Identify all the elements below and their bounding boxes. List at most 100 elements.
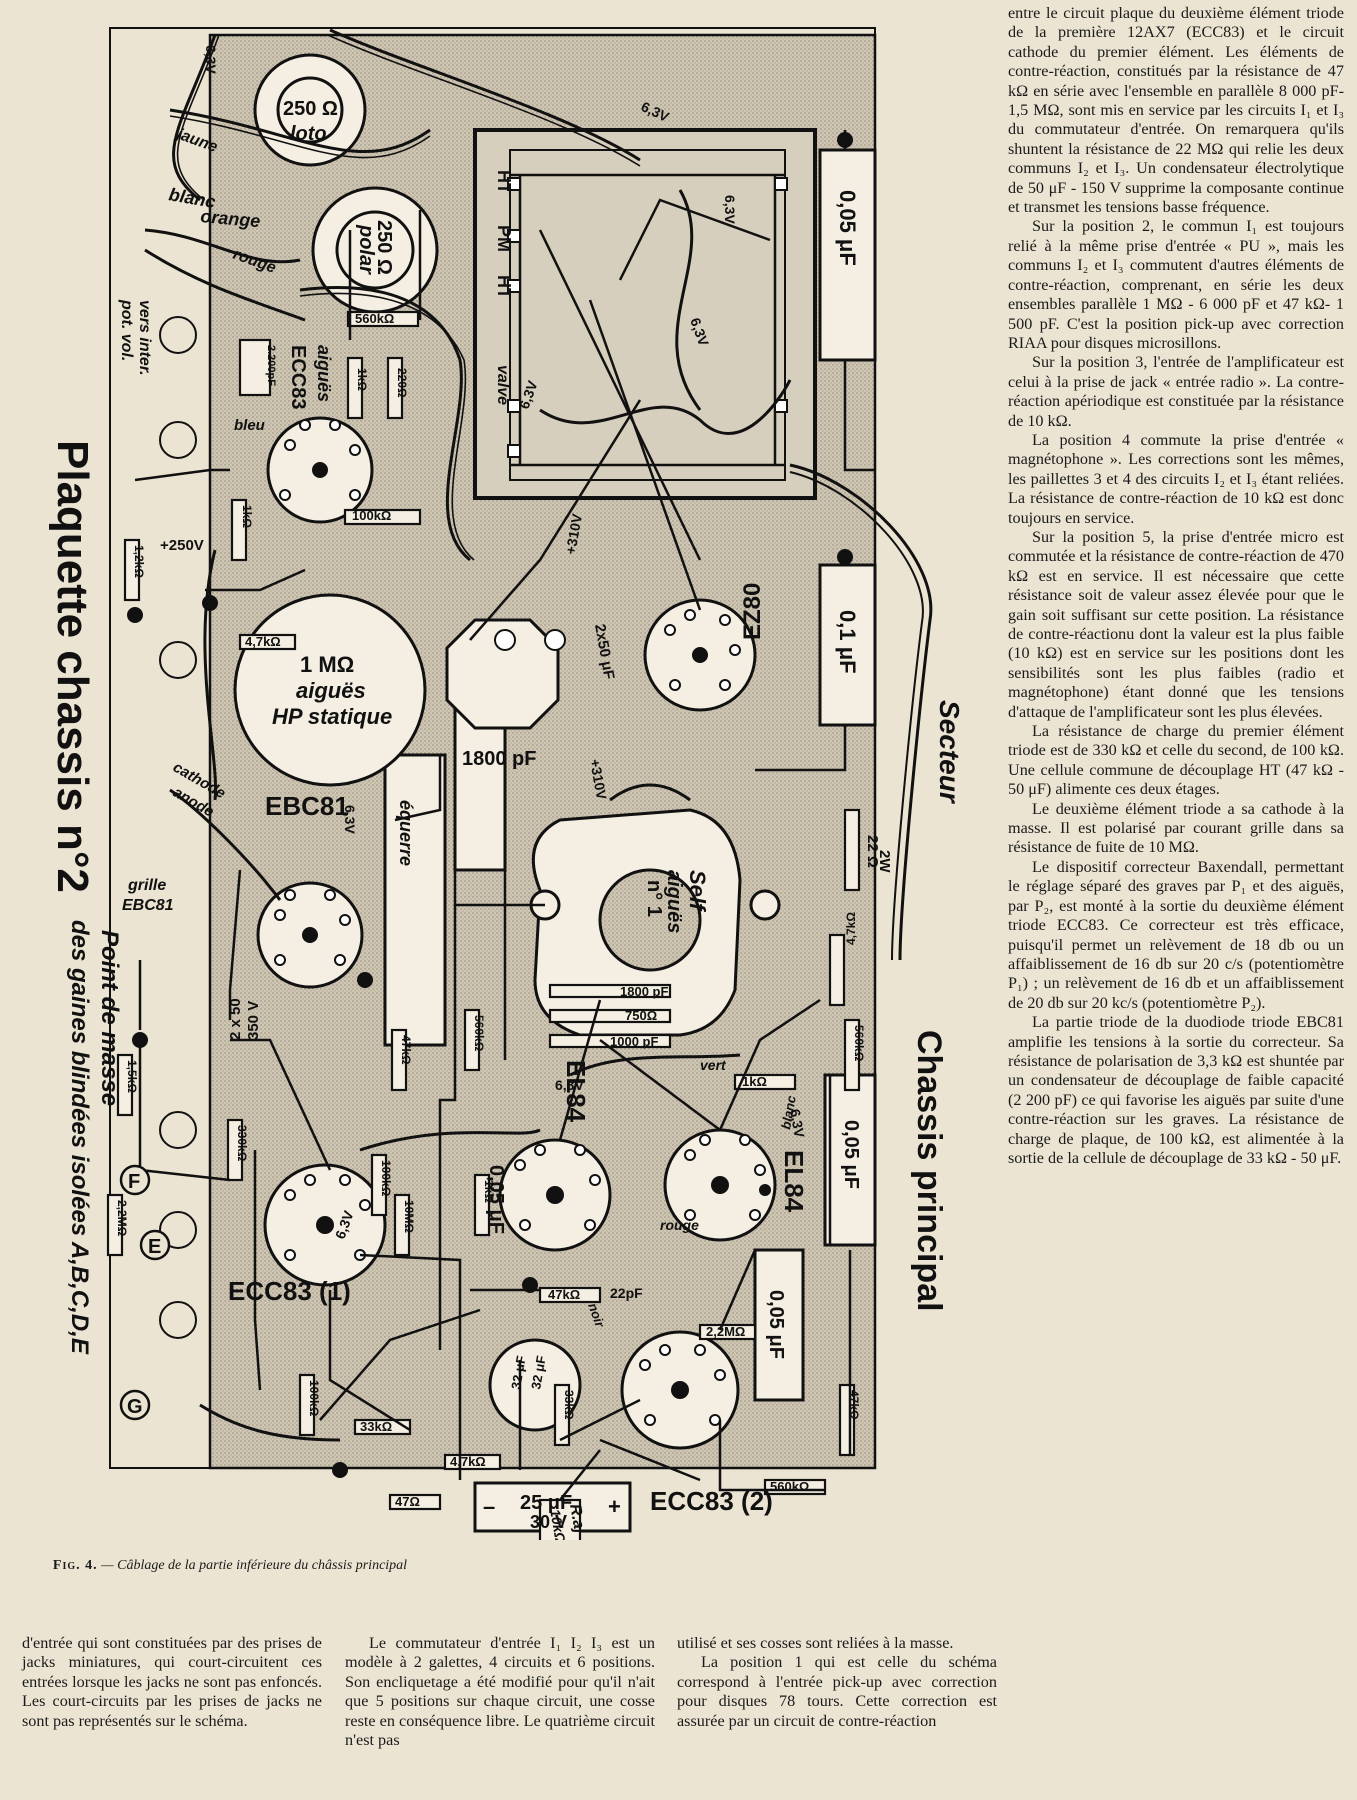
- svg-text:F: F: [128, 1171, 140, 1193]
- paragraph: utilisé et ses cosses sont reliées à la …: [677, 1634, 954, 1652]
- svg-text:560kΩ: 560kΩ: [355, 311, 394, 326]
- svg-text:330kΩ: 330kΩ: [235, 1125, 249, 1162]
- label-secteur: Secteur: [934, 700, 965, 805]
- caption-figure-number: Fig. 4.: [52, 1558, 98, 1573]
- svg-text:1kΩ: 1kΩ: [355, 368, 369, 391]
- svg-text:R.aj: R.aj: [566, 1503, 588, 1535]
- paragraph: La résistance de charge du premier éléme…: [1008, 722, 1344, 799]
- svg-text:polar: polar: [355, 224, 377, 275]
- svg-text:6,3V: 6,3V: [722, 195, 738, 224]
- svg-text:2.200pF: 2.200pF: [265, 345, 277, 386]
- label-ecc83-1: ECC83 (1): [228, 1276, 351, 1306]
- svg-text:33kΩ: 33kΩ: [360, 1419, 392, 1434]
- figure-caption: Fig. 4. — Câblage de la partie inférieur…: [45, 1555, 415, 1577]
- svg-text:Self: Self: [685, 870, 710, 913]
- svg-text:22 Ω: 22 Ω: [864, 835, 881, 868]
- svg-text:30 V: 30 V: [530, 1512, 567, 1532]
- svg-text:32 μF: 32 μF: [528, 1354, 549, 1390]
- svg-text:blanc: blanc: [778, 1094, 799, 1131]
- svg-text:4,7kΩ: 4,7kΩ: [450, 1454, 486, 1469]
- svg-text:250 Ω: 250 Ω: [373, 220, 395, 275]
- svg-text:33kΩ: 33kΩ: [562, 1390, 576, 1420]
- svg-text:1kΩ: 1kΩ: [482, 1180, 496, 1203]
- svg-text:47kΩ: 47kΩ: [548, 1287, 580, 1302]
- svg-text:E: E: [148, 1236, 161, 1258]
- label-point-masse: Point de masse: [96, 930, 123, 1106]
- cap-0-05uF-b: [823, 1073, 877, 1247]
- paragraph: Sur la position 2, le commun I₁ est touj…: [1008, 217, 1344, 352]
- svg-text:+250V: +250V: [160, 537, 204, 554]
- equerre: [383, 753, 447, 1047]
- svg-text:100kΩ: 100kΩ: [352, 508, 391, 523]
- svg-text:HT: HT: [494, 170, 514, 194]
- svg-text:vers inter.: vers inter.: [136, 300, 153, 376]
- paragraph: Sur la position 3, l'entrée de l'amplifi…: [1008, 353, 1344, 430]
- paragraph: La position 1 qui est celle du schéma co…: [677, 1653, 997, 1730]
- svg-text:560kΩ: 560kΩ: [852, 1025, 866, 1062]
- svg-text:47Ω: 47Ω: [395, 1494, 420, 1509]
- label-plaquette: Plaquette chassis n°2: [48, 440, 97, 893]
- svg-text:4,7kΩ: 4,7kΩ: [245, 634, 281, 649]
- wiring-diagram: Plaquette chassis n°2 Point de masse des…: [48, 27, 965, 1540]
- article-column-right: entre le circuit plaque du deuxième élém…: [1008, 4, 1344, 1168]
- svg-text:6,3V: 6,3V: [555, 1077, 584, 1093]
- article-column-bottom-2: Le commutateur d'entrée I₁ I₂ I₃ est un …: [345, 1634, 655, 1750]
- svg-text:loto: loto: [290, 123, 327, 145]
- svg-text:vert: vert: [700, 1057, 727, 1073]
- svg-text:1 MΩ: 1 MΩ: [300, 652, 354, 677]
- svg-text:aiguës: aiguës: [314, 345, 334, 402]
- svg-text:100kΩ: 100kΩ: [379, 1160, 393, 1197]
- paragraph: Le dispositif correcteur Baxendall, perm…: [1008, 857, 1344, 1012]
- svg-text:0,05 μF: 0,05 μF: [835, 190, 860, 266]
- svg-text:n° 1: n° 1: [643, 880, 665, 917]
- svg-text:4,7kΩ: 4,7kΩ: [844, 912, 858, 945]
- cap-1800pF: [453, 708, 507, 872]
- svg-text:+: +: [608, 1494, 621, 1519]
- svg-text:–: –: [483, 1494, 495, 1519]
- svg-text:HP statique: HP statique: [272, 704, 392, 729]
- svg-text:pot. vol.: pot. vol.: [118, 299, 135, 361]
- svg-text:EZ80: EZ80: [739, 583, 766, 640]
- label-ebc81: EBC81: [265, 791, 349, 821]
- svg-text:HT: HT: [494, 275, 514, 299]
- svg-text:équerre: équerre: [396, 800, 416, 866]
- cap-2x50uF-a: [445, 618, 560, 730]
- svg-text:750Ω: 750Ω: [625, 1008, 657, 1023]
- svg-text:2,2MΩ: 2,2MΩ: [115, 1200, 129, 1237]
- svg-text:100kΩ: 100kΩ: [307, 1380, 321, 1417]
- svg-text:1kΩ: 1kΩ: [240, 505, 254, 528]
- svg-text:1800 pF: 1800 pF: [620, 984, 668, 999]
- svg-text:250 Ω: 250 Ω: [283, 98, 338, 120]
- svg-text:+310V: +310V: [587, 758, 610, 802]
- svg-text:1800 pF: 1800 pF: [462, 748, 536, 770]
- paragraph: La position 4 commute la prise d'entrée …: [1008, 430, 1344, 527]
- svg-text:0,05 μF: 0,05 μF: [840, 1120, 862, 1189]
- svg-text:32 μF: 32 μF: [508, 1354, 529, 1390]
- svg-text:2W: 2W: [876, 850, 893, 873]
- svg-text:560kΩ: 560kΩ: [472, 1015, 486, 1052]
- svg-text:47kΩ: 47kΩ: [847, 1390, 861, 1420]
- paragraph: La partie triode de la duodiode triode E…: [1008, 1013, 1344, 1167]
- svg-text:2,2MΩ: 2,2MΩ: [706, 1324, 745, 1339]
- label-el84-b: EL84: [779, 1150, 809, 1213]
- svg-text:0,05 μF: 0,05 μF: [485, 1165, 507, 1234]
- label-el84-a: EL84: [561, 1060, 591, 1123]
- paragraph: entre le circuit plaque du deuxième élém…: [1008, 4, 1344, 217]
- svg-text:560kΩ: 560kΩ: [770, 1479, 809, 1494]
- svg-text:10kΩ: 10kΩ: [547, 1508, 569, 1540]
- svg-text:220Ω: 220Ω: [395, 368, 409, 398]
- paragraph: Sur la position 5, la prise d'entrée mic…: [1008, 527, 1344, 721]
- svg-text:1kΩ: 1kΩ: [742, 1074, 767, 1089]
- svg-text:rouge: rouge: [660, 1217, 699, 1233]
- article-column-bottom-1: d'entrée qui sont constituées par des pr…: [22, 1634, 322, 1731]
- paragraph: d'entrée qui sont constituées par des pr…: [22, 1634, 322, 1730]
- svg-text:+310V: +310V: [562, 512, 585, 556]
- svg-text:valve: valve: [494, 365, 511, 405]
- label-ecc83-2: ECC83 (2): [650, 1486, 773, 1516]
- paragraph: Le commutateur d'entrée I₁ I₂ I₃ est un …: [345, 1634, 655, 1750]
- svg-text:1,2kΩ: 1,2kΩ: [132, 545, 146, 578]
- label-chassis-principal: Chassis principal: [910, 1030, 948, 1312]
- mounting-holes: [159, 316, 197, 1339]
- svg-text:EBC81: EBC81: [122, 897, 174, 914]
